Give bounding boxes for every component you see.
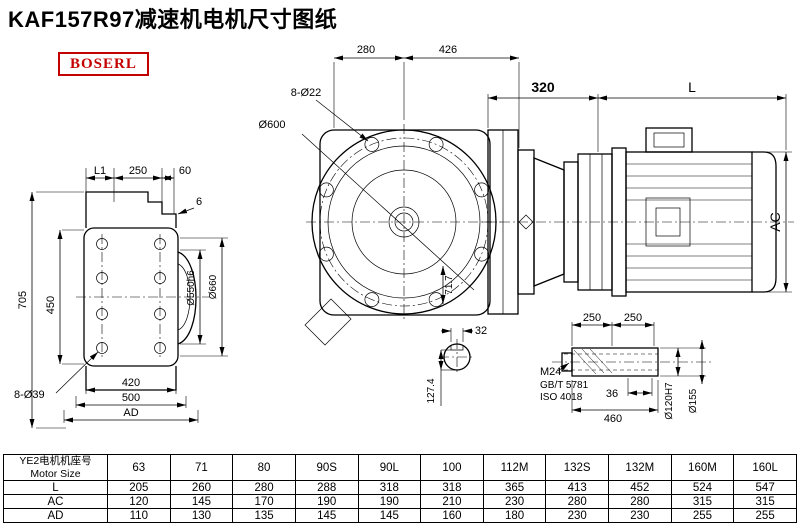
dim-71-7-label: 71.7 <box>444 275 455 295</box>
flange-diameter-d600-label: Ø600 <box>259 119 286 131</box>
value-cell: 130 <box>169 508 234 523</box>
value-cell: 524 <box>670 480 735 496</box>
motor-size-header-cn: YE2电机机座号 <box>19 455 92 467</box>
row-label-cell: AD <box>3 508 108 523</box>
value-cell: 315 <box>670 494 735 510</box>
size-header-cell: 132S <box>545 453 609 482</box>
value-cell: 135 <box>232 508 296 523</box>
dim-32-label: 32 <box>475 325 487 337</box>
dim-250b-label: 250 <box>624 312 642 324</box>
size-header-cell: 90L <box>357 453 422 482</box>
size-header-cell: 63 <box>107 453 171 482</box>
value-cell: 255 <box>733 508 797 523</box>
value-cell: 230 <box>608 508 672 523</box>
value-cell: 230 <box>482 494 547 510</box>
technical-drawing: 280 426 8-Ø22 Ø600 71.7 <box>14 44 794 429</box>
dim-460-label: 460 <box>604 413 622 425</box>
thread-m24-label: M24 <box>540 366 561 378</box>
size-header-cell: 112M <box>482 453 547 482</box>
value-cell: 280 <box>608 494 672 510</box>
dim-36-label: 36 <box>606 388 618 400</box>
row-label-cell: L <box>3 480 108 496</box>
value-cell: 318 <box>357 480 422 496</box>
page-title: KAF157R97减速机电机尺寸图纸 <box>8 7 338 32</box>
dim-420-label: 420 <box>122 377 140 389</box>
value-cell: 110 <box>107 508 171 523</box>
size-header-cell: 160L <box>733 453 797 482</box>
value-cell: 280 <box>545 494 609 510</box>
value-cell: 145 <box>169 494 234 510</box>
value-cell: 120 <box>107 494 171 510</box>
dim-250-label: 250 <box>129 165 147 177</box>
value-cell: 280 <box>232 480 296 496</box>
row-label-cell: AC <box>3 494 108 510</box>
size-header-cell: 80 <box>232 453 296 482</box>
bolt-pattern-8xd39-label: 8-Ø39 <box>14 389 45 401</box>
value-cell: 145 <box>294 508 359 523</box>
dim-705-label: 705 <box>17 291 29 309</box>
motor-size-header-en: Motor Size <box>30 467 81 480</box>
value-cell: 452 <box>608 480 672 496</box>
dim-60-label: 60 <box>179 165 191 177</box>
dia-660-label: Ø660 <box>208 274 219 299</box>
std-iso4018-label: ISO 4018 <box>540 392 583 403</box>
dim-426-label: 426 <box>439 44 457 56</box>
value-cell: 190 <box>294 494 359 510</box>
value-cell: 180 <box>482 508 547 523</box>
value-cell: 170 <box>232 494 296 510</box>
value-cell: 145 <box>357 508 422 523</box>
dia-120h7-label: Ø120H7 <box>664 382 675 420</box>
size-header-cell: 100 <box>420 453 484 482</box>
brand-logo-text: BOSERL <box>70 56 137 72</box>
value-cell: 318 <box>420 480 484 496</box>
dia-550h6-label: Ø550h6 <box>186 270 197 306</box>
value-cell: 260 <box>169 480 234 496</box>
dim-L1-label: L1 <box>94 165 106 177</box>
size-header-cell: 132M <box>608 453 672 482</box>
value-cell: 190 <box>357 494 422 510</box>
size-header-cell: 160M <box>670 453 735 482</box>
std-gbt5781-label: GB/T 5781 <box>540 380 589 391</box>
value-cell: 160 <box>420 508 484 523</box>
value-cell: 230 <box>545 508 609 523</box>
dia-155-label: Ø155 <box>688 388 699 413</box>
value-cell: 210 <box>420 494 484 510</box>
gearbox-left-view: L1 250 60 6 705 450 Ø550h6 Ø660 8-Ø39 42… <box>14 165 228 429</box>
value-cell: 365 <box>482 480 547 496</box>
value-cell: 315 <box>733 494 797 510</box>
dim-6-label: 6 <box>196 196 202 208</box>
value-cell: 547 <box>733 480 797 496</box>
front-flange-view: 280 426 8-Ø22 Ø600 71.7 <box>259 44 520 346</box>
dim-250a-label: 250 <box>583 312 601 324</box>
bolt-pattern-8xd22-label: 8-Ø22 <box>291 87 322 99</box>
motor-size-header-cell: YE2电机机座号 Motor Size <box>3 453 108 482</box>
dim-L-label: L <box>688 79 696 95</box>
shaft-section-detail: 32 127.4 <box>426 325 487 406</box>
dim-280-label: 280 <box>357 44 375 56</box>
size-header-cell: 90S <box>294 453 359 482</box>
dim-AC-label: AC <box>767 212 783 231</box>
motor-side-view: 320 L AC <box>482 79 794 315</box>
dim-320-label: 320 <box>531 79 555 95</box>
brand-logo-box: BOSERL <box>58 52 149 76</box>
value-cell: 288 <box>294 480 359 496</box>
value-cell: 255 <box>670 508 735 523</box>
value-cell: 413 <box>545 480 609 496</box>
dim-AD-label: AD <box>123 407 138 419</box>
dim-127-4-label: 127.4 <box>426 378 437 403</box>
output-shaft-detail: 250 250 M24 GB/T 5781 ISO 4018 36 460 Ø1… <box>540 312 712 425</box>
dim-450-label: 450 <box>45 296 57 314</box>
dim-500-label: 500 <box>122 392 140 404</box>
value-cell: 205 <box>107 480 171 496</box>
size-header-cell: 71 <box>169 453 234 482</box>
